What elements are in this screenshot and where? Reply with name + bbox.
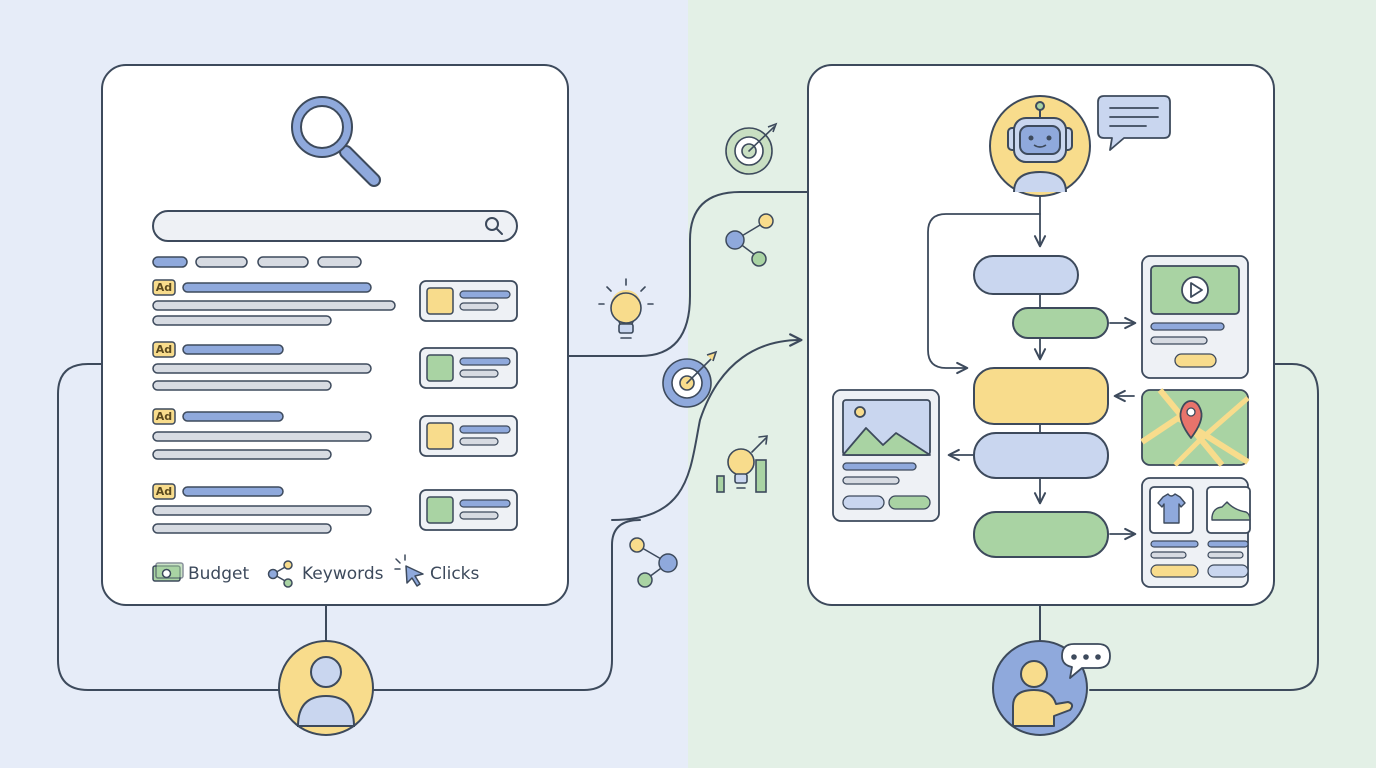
flow-node[interactable] bbox=[973, 255, 1079, 295]
result-thumbnail bbox=[426, 287, 454, 315]
connector-search-to-chat bbox=[567, 191, 809, 357]
ad-badge bbox=[152, 483, 176, 500]
search-icon[interactable] bbox=[485, 217, 503, 235]
sun-icon bbox=[854, 406, 866, 418]
share-nodes-icon bbox=[267, 560, 293, 588]
result-row[interactable]: Ad bbox=[152, 279, 518, 326]
result-line bbox=[152, 300, 396, 311]
map-card[interactable] bbox=[1140, 388, 1250, 467]
ad-badge-label: Ad bbox=[156, 281, 172, 294]
tshirt-icon bbox=[1157, 493, 1186, 524]
robot-avatar bbox=[989, 95, 1091, 197]
result-title bbox=[182, 282, 372, 293]
sneaker-icon bbox=[1211, 501, 1251, 521]
filter-tab-4[interactable] bbox=[317, 256, 362, 268]
share-nodes-icon bbox=[725, 213, 774, 267]
connector-user-right bbox=[373, 519, 641, 691]
budget-label: Budget bbox=[188, 564, 249, 584]
ad-badge bbox=[152, 408, 176, 425]
search-panel bbox=[101, 64, 569, 606]
speech-bubble-icon bbox=[1061, 643, 1111, 679]
result-row[interactable]: Ad bbox=[152, 483, 518, 534]
growth-idea-icon bbox=[716, 435, 768, 493]
cursor-click-icon bbox=[394, 554, 424, 587]
video-card[interactable] bbox=[1141, 255, 1249, 379]
money-icon bbox=[152, 562, 184, 582]
connector-right-loop bbox=[1089, 363, 1319, 691]
ad-badge-label: Ad bbox=[156, 410, 172, 423]
share-nodes-icon bbox=[629, 537, 678, 588]
user-avatar bbox=[278, 640, 374, 736]
connector-lines bbox=[57, 191, 1319, 691]
lightbulb-icon bbox=[598, 278, 654, 339]
map-pin-icon bbox=[1179, 400, 1203, 439]
keywords-label: Keywords bbox=[302, 564, 384, 584]
image-card[interactable] bbox=[832, 389, 940, 522]
magnifier-icon bbox=[291, 96, 381, 187]
clicks-label: Clicks bbox=[430, 564, 480, 584]
flow-node[interactable] bbox=[1012, 307, 1109, 339]
result-line bbox=[152, 315, 332, 326]
target-icon bbox=[662, 350, 718, 408]
result-row[interactable]: Ad bbox=[152, 408, 518, 460]
flow-connectors bbox=[927, 195, 1137, 541]
filter-tab-1[interactable] bbox=[152, 256, 188, 268]
ad-badge bbox=[152, 341, 176, 358]
search-input[interactable] bbox=[152, 210, 518, 242]
connector-left-loop bbox=[57, 363, 279, 691]
ad-badge-label: Ad bbox=[156, 343, 172, 356]
flow-node[interactable] bbox=[973, 432, 1109, 479]
result-row[interactable]: Ad bbox=[152, 341, 518, 391]
connector-curve-arrow bbox=[611, 333, 803, 521]
target-icon bbox=[725, 122, 778, 175]
filter-tab-3[interactable] bbox=[257, 256, 309, 268]
flow-node[interactable] bbox=[973, 511, 1109, 558]
product-card[interactable] bbox=[1141, 477, 1251, 588]
support-agent-avatar bbox=[992, 640, 1088, 736]
chat-bubble-icon bbox=[1097, 95, 1171, 151]
flow-node[interactable] bbox=[973, 367, 1109, 425]
filter-tab-2[interactable] bbox=[195, 256, 248, 268]
ad-badge bbox=[152, 279, 176, 296]
ad-badge-label: Ad bbox=[156, 485, 172, 498]
